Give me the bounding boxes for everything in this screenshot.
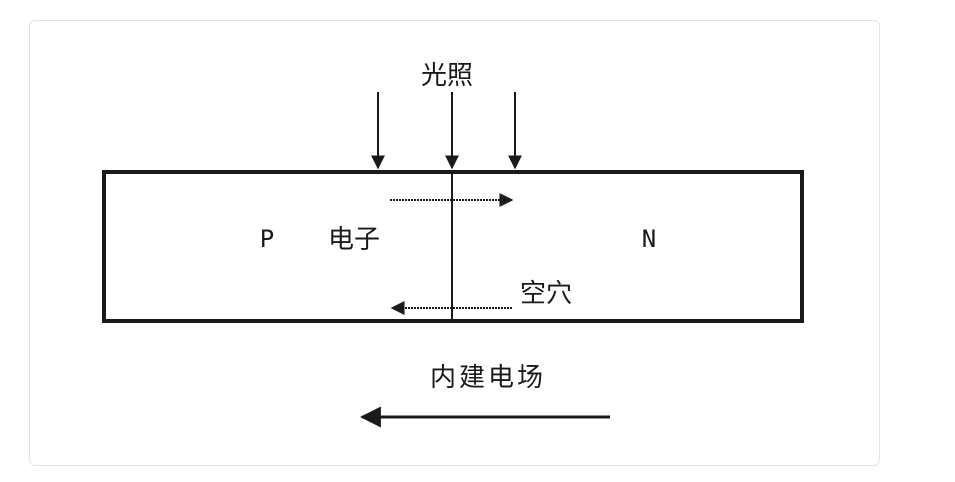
light-arrows bbox=[371, 92, 522, 170]
builtin-field-label: 内建电场 bbox=[430, 363, 546, 393]
electron-label: 电子 bbox=[328, 225, 380, 255]
hole-label: 空穴 bbox=[520, 279, 572, 309]
light-label: 光照 bbox=[421, 61, 473, 91]
figure-card bbox=[29, 20, 880, 466]
p-region-label: P bbox=[260, 225, 274, 253]
n-region-label: N bbox=[642, 225, 656, 253]
